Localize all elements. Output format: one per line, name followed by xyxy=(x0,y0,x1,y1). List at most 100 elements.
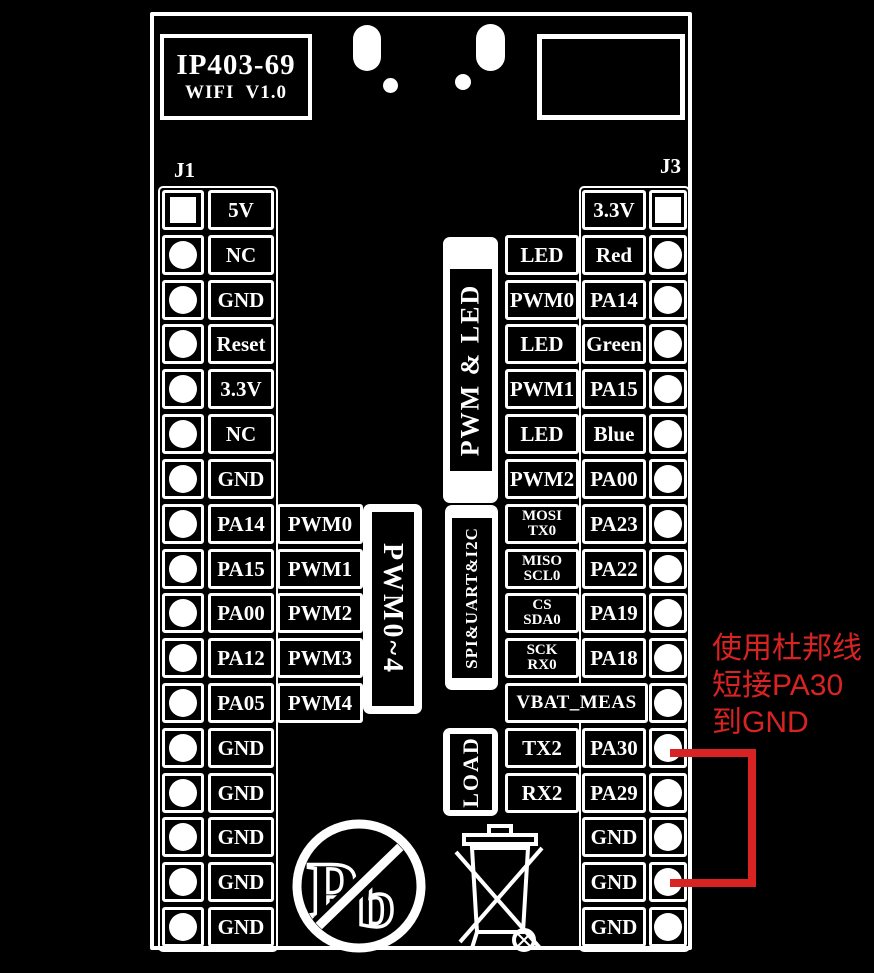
j1-pin-2 xyxy=(162,235,204,275)
round-pad xyxy=(169,823,197,851)
j1-pin-9 xyxy=(162,549,204,589)
j3-name-label-6: Blue xyxy=(582,414,646,454)
j3-pin-5 xyxy=(649,369,687,409)
round-pad xyxy=(169,913,197,941)
round-pad xyxy=(654,510,682,538)
j3-pin-1 xyxy=(649,190,687,230)
j3-header-label: J3 xyxy=(660,154,681,178)
j1-label-8: PA14 xyxy=(208,504,274,544)
j1-label-9: PA15 xyxy=(208,549,274,589)
j3-func-label-3: PWM0 xyxy=(505,280,579,320)
round-pad-left xyxy=(383,78,398,93)
j1-label-7: GND xyxy=(208,459,274,499)
j3-name-label-17: GND xyxy=(582,907,646,947)
j3-name-label-16: GND xyxy=(582,862,646,902)
j3-func-label-4: LED xyxy=(505,324,579,364)
j3-func-label-7: PWM2 xyxy=(505,459,579,499)
j3-func-label-2: LED xyxy=(505,235,579,275)
j3-pin-4 xyxy=(649,324,687,364)
j3-name-label-5: PA15 xyxy=(582,369,646,409)
j1-pin-5 xyxy=(162,369,204,409)
j3-name-label-2: Red xyxy=(582,235,646,275)
square-pad xyxy=(655,197,681,223)
short-bracket xyxy=(670,749,756,887)
j3-pin-12 xyxy=(649,683,687,723)
oval-pad-right xyxy=(476,24,505,71)
j3-pin-9 xyxy=(649,549,687,589)
j3-func-label-8: MOSI TX0 xyxy=(505,504,579,544)
j1-label-15: GND xyxy=(208,817,274,857)
round-pad-right xyxy=(455,74,471,90)
j3-name-label-7: PA00 xyxy=(582,459,646,499)
round-pad xyxy=(169,510,197,538)
j1-label-12: PA05 xyxy=(208,683,274,723)
board-outline xyxy=(150,12,692,950)
round-pad xyxy=(654,420,682,448)
j3-name-label-14: PA29 xyxy=(582,773,646,813)
round-pad xyxy=(654,599,682,627)
round-pad xyxy=(654,823,682,851)
j3-pin-13 xyxy=(649,728,687,768)
j1-pin-1 xyxy=(162,190,204,230)
round-pad xyxy=(654,241,682,269)
round-pad xyxy=(654,330,682,358)
round-pad xyxy=(169,241,197,269)
j3-pin-17 xyxy=(649,907,687,947)
j1-header-label: J1 xyxy=(174,158,195,182)
round-pad xyxy=(169,465,197,493)
j3-func-label-9: MISO SCL0 xyxy=(505,549,579,589)
round-pad xyxy=(654,286,682,314)
j1-pin-3 xyxy=(162,280,204,320)
j1-pin-15 xyxy=(162,817,204,857)
j1-pin-8 xyxy=(162,504,204,544)
j1-label-2: NC xyxy=(208,235,274,275)
annotation-line-2: 短接PA30 xyxy=(712,669,844,702)
board-title-box: IP403-69 WIFI V1.0 xyxy=(160,34,312,120)
weee-bin-icon xyxy=(454,824,544,952)
round-pad xyxy=(169,286,197,314)
round-pad xyxy=(654,555,682,583)
j1-label-16: GND xyxy=(208,862,274,902)
j1-label-11: PA12 xyxy=(208,638,274,678)
j1-func-label-11: PWM3 xyxy=(277,638,363,678)
round-pad xyxy=(169,868,197,896)
j3-name-label-11: PA18 xyxy=(582,638,646,678)
j3-pin-7 xyxy=(649,459,687,499)
board-version: WIFI V1.0 xyxy=(184,82,288,103)
j3-wide-label-12: VBAT_MEAS xyxy=(505,683,648,723)
j3-pin-14 xyxy=(649,773,687,813)
j3-pin-2 xyxy=(649,235,687,275)
j1-pin-12 xyxy=(162,683,204,723)
j1-func-label-12: PWM4 xyxy=(277,683,363,723)
j1-pin-14 xyxy=(162,773,204,813)
j1-pin-13 xyxy=(162,728,204,768)
j3-name-label-9: PA22 xyxy=(582,549,646,589)
module-outline xyxy=(537,34,685,120)
j3-func-label-5: PWM1 xyxy=(505,369,579,409)
j1-pin-16 xyxy=(162,862,204,902)
annotation-text: 使用杜邦线 短接PA30 到GND xyxy=(712,630,862,741)
j3-func-label-13: TX2 xyxy=(505,728,579,768)
j3-name-label-3: PA14 xyxy=(582,280,646,320)
annotation-line-1: 使用杜邦线 xyxy=(712,632,862,665)
pwm0-4-group-box: PWM0~4 xyxy=(363,504,422,714)
j1-pin-17 xyxy=(162,907,204,947)
round-pad xyxy=(169,599,197,627)
round-pad xyxy=(654,734,682,762)
spi-uart-i2c-group-box: SPI&UART&I2C xyxy=(445,505,498,690)
spi-uart-i2c-group-label: SPI&UART&I2C xyxy=(461,526,481,669)
round-pad xyxy=(169,375,197,403)
round-pad xyxy=(654,465,682,493)
j1-label-5: 3.3V xyxy=(208,369,274,409)
j3-name-label-4: Green xyxy=(582,324,646,364)
round-pad xyxy=(654,689,682,717)
oval-pad-left xyxy=(353,25,381,71)
pwm-led-group-box: PWM & LED xyxy=(443,237,498,503)
j3-name-label-15: GND xyxy=(582,817,646,857)
j3-pin-6 xyxy=(649,414,687,454)
j1-label-3: GND xyxy=(208,280,274,320)
pwm-led-group-label: PWM & LED xyxy=(455,283,485,457)
annotation-line-3: 到GND xyxy=(712,706,809,739)
j3-name-label-8: PA23 xyxy=(582,504,646,544)
